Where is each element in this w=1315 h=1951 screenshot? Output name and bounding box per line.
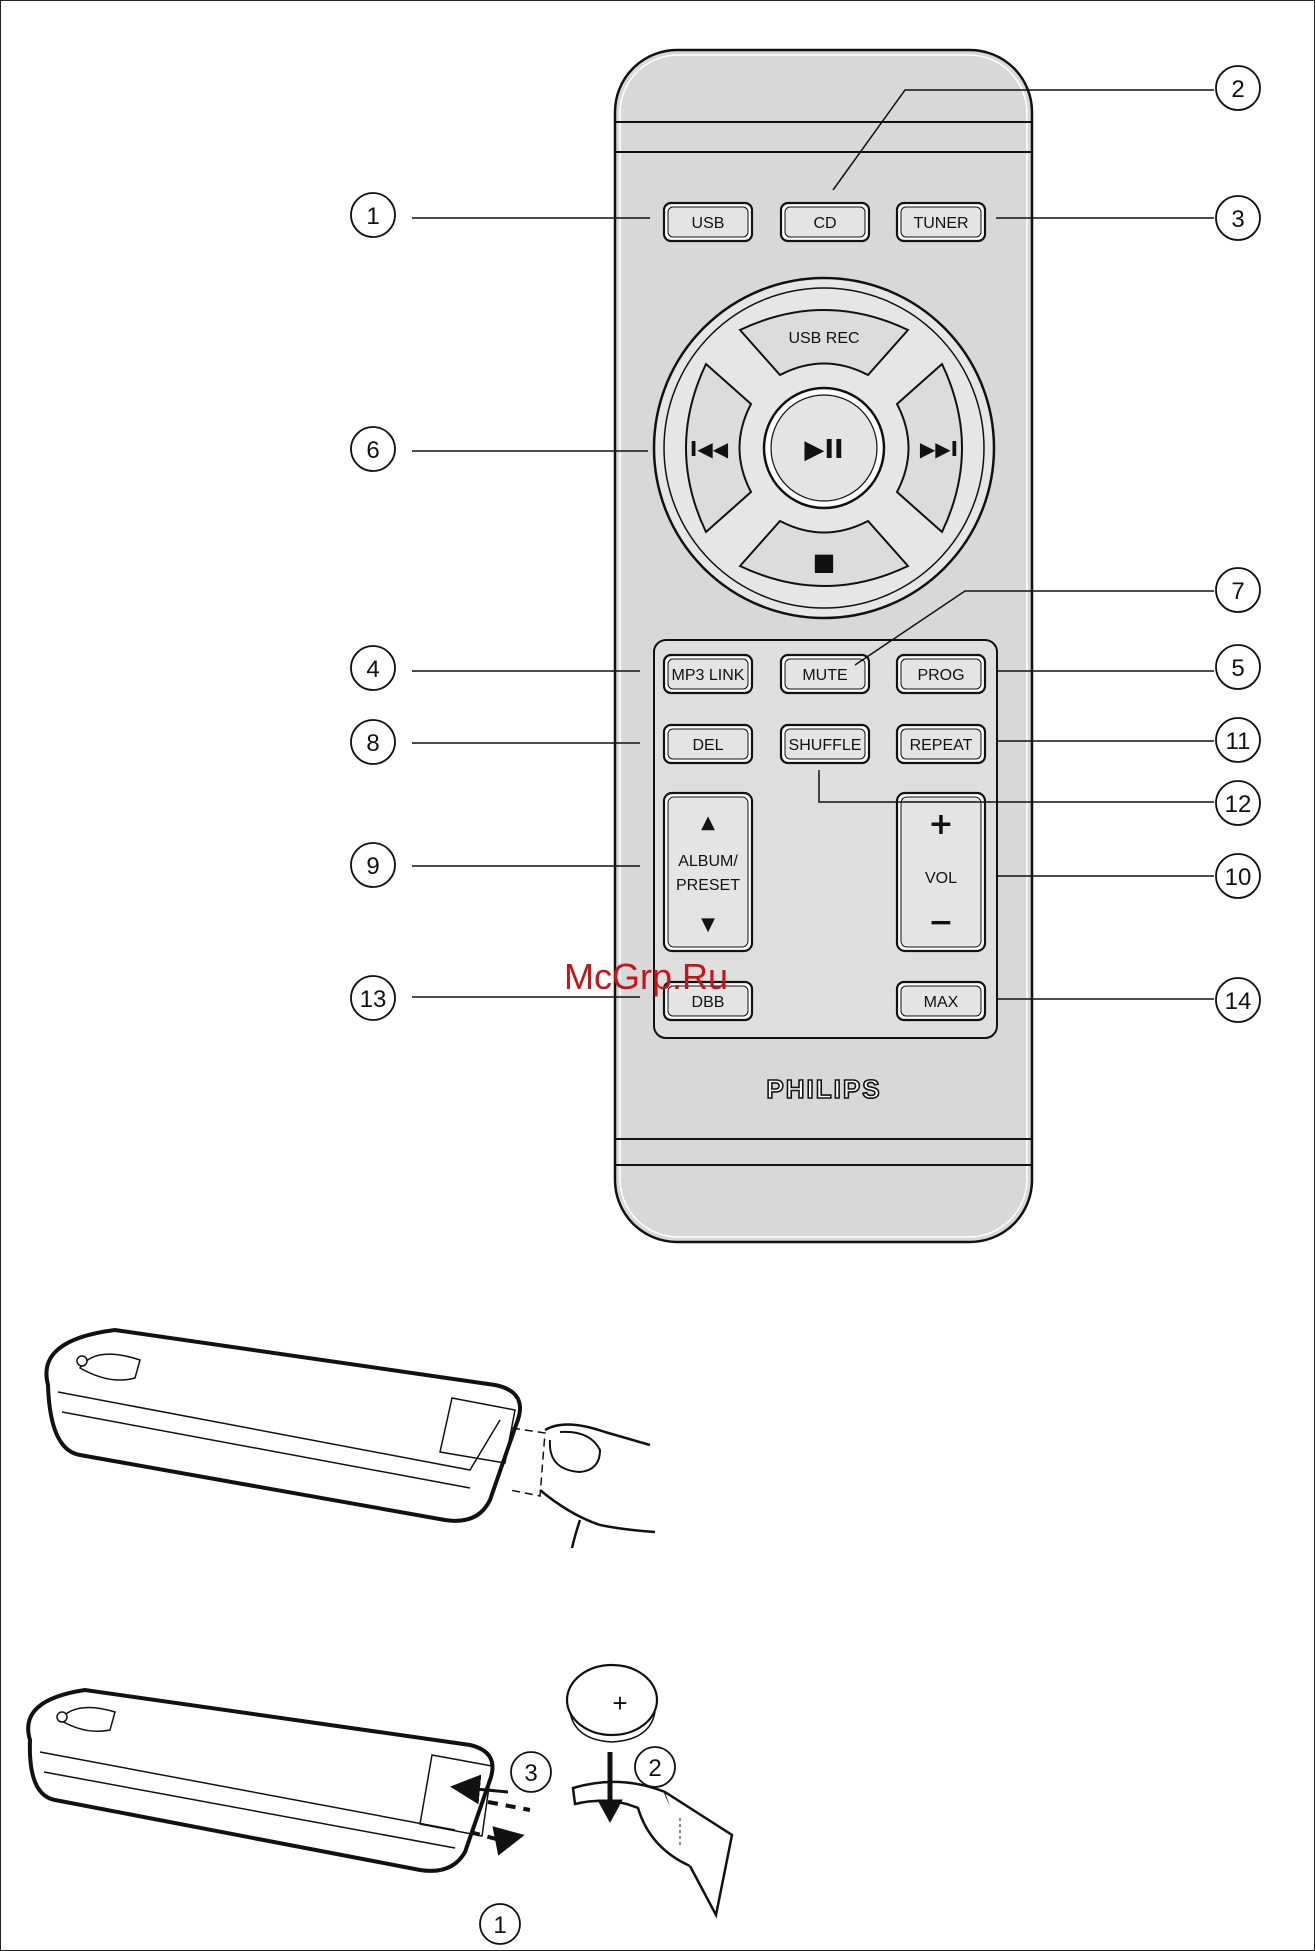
battery-polarity: + xyxy=(612,1688,627,1718)
callout-4-label: 4 xyxy=(366,656,379,683)
battery-illustration: + xyxy=(28,1665,732,1915)
usb-label: USB xyxy=(692,215,725,232)
callout-5: 5 xyxy=(1216,645,1260,689)
play-pause-button[interactable]: ▶II xyxy=(764,388,884,508)
callout-6-label: 6 xyxy=(366,437,379,464)
mute-button[interactable]: MUTE xyxy=(781,655,869,693)
callout-10: 10 xyxy=(1216,854,1260,898)
mute-label: MUTE xyxy=(802,667,847,684)
callout-13: 13 xyxy=(351,976,395,1020)
brand-logo: PHILIPS xyxy=(766,1074,881,1104)
callout-3-label: 3 xyxy=(1231,206,1244,233)
callout-1: 1 xyxy=(351,193,395,237)
callout-7-label: 7 xyxy=(1231,578,1244,605)
preset-label: PRESET xyxy=(676,877,740,894)
callout-12-label: 12 xyxy=(1225,791,1252,818)
max-label: MAX xyxy=(924,994,959,1011)
battery-step-3: 3 xyxy=(511,1752,551,1792)
prog-button[interactable]: PROG xyxy=(897,655,985,693)
usb-button[interactable]: USB xyxy=(664,203,752,241)
watermark: McGrp.Ru xyxy=(564,956,728,997)
vol-label: VOL xyxy=(925,870,957,887)
callout-14: 14 xyxy=(1216,978,1260,1022)
battery-step-3-label: 3 xyxy=(524,1760,537,1787)
album-up-icon: ▲ xyxy=(701,812,715,833)
cd-button[interactable]: CD xyxy=(781,203,869,241)
callout-7: 7 xyxy=(1216,568,1260,612)
album-label: ALBUM/ xyxy=(678,853,738,870)
callout-3: 3 xyxy=(1216,196,1260,240)
shuffle-button[interactable]: SHUFFLE xyxy=(781,725,869,763)
battery-step-1: 1 xyxy=(480,1904,520,1944)
volume-plus-icon: + xyxy=(928,807,953,842)
callout-5-label: 5 xyxy=(1231,655,1244,682)
play-pause-icon: ▶II xyxy=(804,435,843,465)
callout-8: 8 xyxy=(351,720,395,764)
callout-2: 2 xyxy=(1216,66,1260,110)
previous-icon: I◀◀ xyxy=(690,437,729,461)
callout-4: 4 xyxy=(351,646,395,690)
stop-icon: ■ xyxy=(813,548,836,576)
album-down-icon: ▼ xyxy=(701,914,715,935)
album-preset-rocker[interactable]: ▲ ALBUM/ PRESET ▼ xyxy=(664,793,752,951)
volume-minus-icon: − xyxy=(928,905,953,940)
del-label: DEL xyxy=(692,737,723,754)
callout-11: 11 xyxy=(1216,718,1260,762)
max-button[interactable]: MAX xyxy=(897,982,985,1020)
prog-label: PROG xyxy=(917,667,964,684)
usb-rec-label: USB REC xyxy=(788,330,859,347)
battery-step-1-label: 1 xyxy=(493,1912,506,1939)
callout-11-label: 11 xyxy=(1226,728,1251,755)
callout-2-label: 2 xyxy=(1231,76,1244,103)
remote-tab-illustration xyxy=(46,1330,655,1548)
next-icon: ▶▶I xyxy=(920,437,958,461)
tuner-button[interactable]: TUNER xyxy=(897,203,985,241)
del-button[interactable]: DEL xyxy=(664,725,752,763)
callout-9: 9 xyxy=(351,843,395,887)
callout-14-label: 14 xyxy=(1225,988,1252,1015)
callout-12: 12 xyxy=(1216,781,1260,825)
callout-13-label: 13 xyxy=(360,986,387,1013)
cd-label: CD xyxy=(813,215,836,232)
callout-1-label: 1 xyxy=(366,203,379,230)
callout-9-label: 9 xyxy=(366,853,379,880)
mp3-link-label: MP3 LINK xyxy=(672,667,745,684)
callout-8-label: 8 xyxy=(366,730,379,757)
volume-rocker[interactable]: + VOL − xyxy=(897,793,985,951)
tuner-label: TUNER xyxy=(913,215,968,232)
repeat-button[interactable]: REPEAT xyxy=(897,725,985,763)
shuffle-label: SHUFFLE xyxy=(789,737,862,754)
callout-10-label: 10 xyxy=(1225,864,1252,891)
repeat-label: REPEAT xyxy=(910,737,973,754)
battery-step-2-label: 2 xyxy=(648,1755,661,1782)
callout-6: 6 xyxy=(351,427,395,471)
mp3-link-button[interactable]: MP3 LINK xyxy=(664,655,752,693)
battery-step-2: 2 xyxy=(635,1747,675,1787)
